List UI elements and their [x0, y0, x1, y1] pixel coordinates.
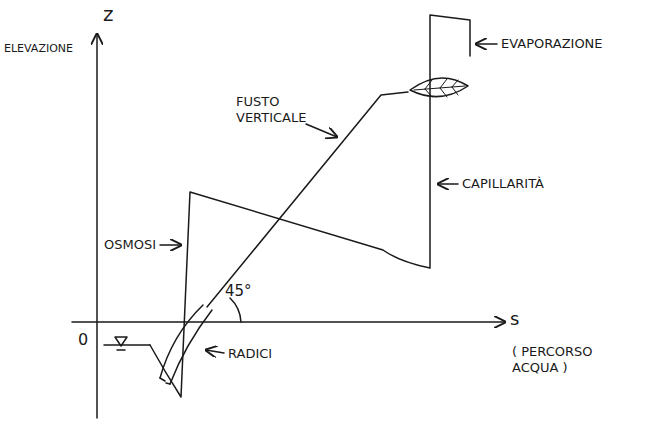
leaf — [410, 78, 468, 97]
root — [160, 378, 170, 384]
leader-arrow — [476, 43, 497, 45]
z-axis — [96, 34, 98, 418]
angle-label: 45° — [225, 282, 252, 301]
leader-arrow — [160, 244, 181, 246]
process-label: EVAPORAZIONE — [501, 36, 603, 52]
axis-title: ELEVAZIONE — [4, 42, 73, 56]
angle-arc — [230, 298, 241, 322]
water-level-symbol — [115, 337, 127, 346]
s-axis — [72, 321, 505, 323]
process-label: OSMOSI — [104, 237, 156, 253]
axis-label: s — [510, 308, 519, 331]
leader-arrow — [306, 124, 337, 137]
origin-label: 0 — [78, 330, 88, 350]
water-surface — [104, 344, 150, 346]
leader-arrow — [438, 183, 458, 185]
root — [160, 305, 203, 378]
axis-title: ( PERCORSO ACQUA ) — [512, 344, 616, 377]
part-label: RADICI — [228, 346, 272, 362]
root — [170, 310, 212, 384]
axis-label: z — [103, 2, 114, 27]
head-line — [150, 15, 470, 397]
stem — [207, 92, 408, 307]
part-label: FUSTO VERTICALE — [236, 94, 318, 127]
leaf-veins — [414, 79, 465, 97]
leader-arrow — [206, 350, 224, 353]
process-label: CAPILLARITÀ — [462, 176, 544, 192]
water-level-symbol — [117, 349, 125, 351]
